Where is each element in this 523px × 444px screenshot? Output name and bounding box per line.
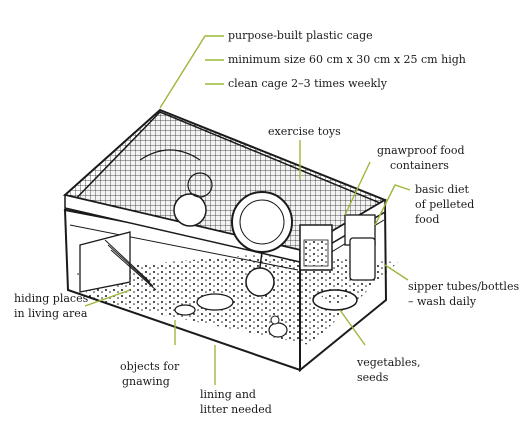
- leader-purpose-built: [159, 35, 224, 109]
- hiding-box: [79, 231, 157, 293]
- vegetable-dish: [312, 289, 358, 311]
- label-gnawproof-food-containers: gnawproof food containers: [377, 143, 465, 173]
- label-purpose-built-cage: purpose-built plastic cage: [228, 29, 373, 42]
- label-exercise-toys: exercise toys: [268, 125, 341, 138]
- label-sipper-line-1: sipper tubes/bottles: [408, 280, 520, 293]
- label-sipper-tubes: sipper tubes/bottles – wash daily: [408, 279, 519, 309]
- label-objects-line-2: gnawing: [122, 375, 170, 388]
- label-sipper-line-2: – wash daily: [408, 295, 477, 308]
- leader-basic-diet: [374, 184, 411, 226]
- label-hiding-line-1: hiding places: [14, 292, 89, 305]
- label-hiding-line-2: in living area: [14, 307, 88, 320]
- sipper-bottle: [349, 237, 376, 281]
- label-lining-and-litter: lining and litter needed: [200, 387, 272, 417]
- label-lining-line-2: litter needed: [200, 403, 272, 416]
- leader-food-containers: [344, 161, 371, 216]
- label-basic-diet: basic diet of pelleted food: [415, 182, 474, 227]
- label-objects-for-gnawing: objects for gnawing: [120, 359, 179, 389]
- label-clean-cage: clean cage 2–3 times weekly: [228, 77, 387, 90]
- leader-hiding-places: [84, 289, 131, 307]
- label-hiding-places: hiding places in living area: [14, 291, 88, 321]
- label-vegetables-line-1: vegetables,: [357, 356, 421, 369]
- label-vegetables-seeds: vegetables, seeds: [357, 355, 420, 385]
- label-minimum-size: minimum size 60 cm x 30 cm x 25 cm high: [228, 53, 466, 66]
- label-objects-line-1: objects for: [120, 360, 180, 373]
- exercise-toys: [139, 149, 275, 297]
- label-lining-line-1: lining and: [200, 388, 256, 401]
- label-basic-diet-line-1: basic diet: [415, 183, 469, 196]
- gnawing-objects: [174, 293, 288, 338]
- label-gnawproof-line-2: containers: [390, 159, 449, 172]
- litter-floor: [75, 255, 398, 345]
- label-basic-diet-line-3: food: [415, 213, 440, 226]
- leader-lines: [84, 35, 411, 385]
- label-gnawproof-line-1: gnawproof food: [377, 144, 465, 157]
- label-basic-diet-line-2: of pelleted: [415, 198, 475, 211]
- leader-sipper-tubes: [384, 264, 409, 281]
- leader-vegetables: [339, 309, 366, 346]
- label-vegetables-line-2: seeds: [357, 371, 389, 384]
